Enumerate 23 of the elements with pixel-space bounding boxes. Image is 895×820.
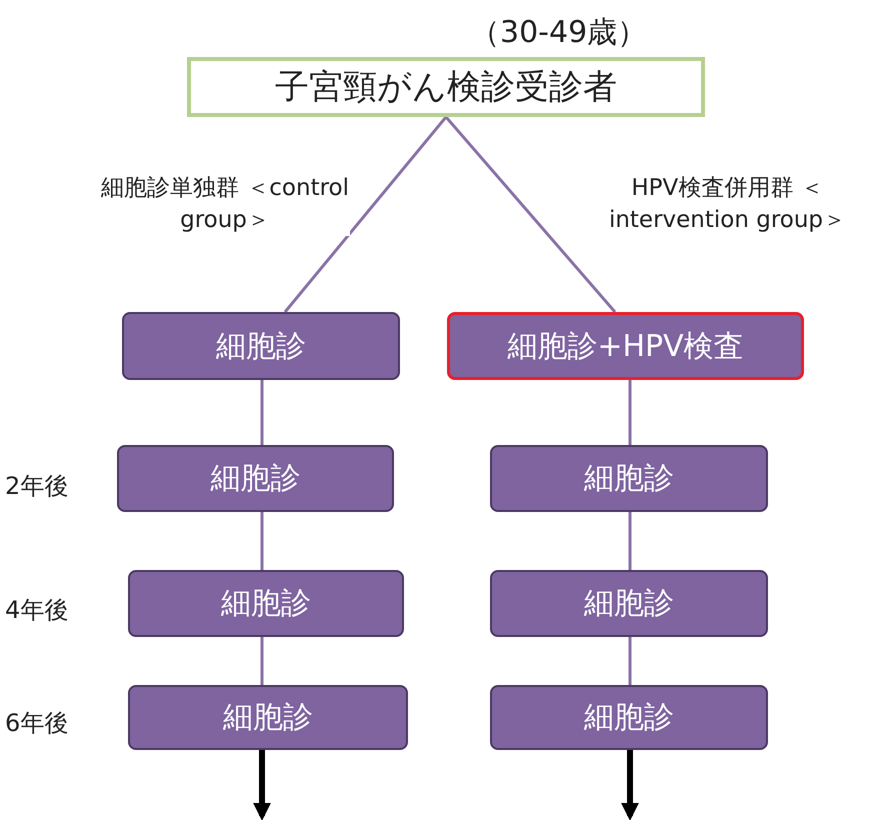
time-label: 4年後 xyxy=(5,595,68,626)
age-label: （30-49歳） xyxy=(470,14,648,52)
connector-line xyxy=(260,637,264,685)
arrow xyxy=(253,750,271,820)
connector-line xyxy=(628,512,632,570)
connector-line xyxy=(444,116,616,313)
connector-line xyxy=(260,512,264,570)
process-box: 細胞診 xyxy=(128,570,404,637)
connector-line xyxy=(284,116,448,313)
time-label: 2年後 xyxy=(5,471,68,502)
connector-line xyxy=(260,380,264,445)
process-box: 細胞診 xyxy=(490,570,768,637)
process-box: 細胞診 xyxy=(117,445,394,512)
process-box: 細胞診 xyxy=(128,685,408,750)
connector-line xyxy=(628,380,632,445)
arrow xyxy=(621,750,639,820)
process-box: 細胞診+HPV検査 xyxy=(447,312,804,380)
process-box: 細胞診 xyxy=(122,312,400,380)
process-box: 細胞診 xyxy=(490,685,768,750)
time-label: 6年後 xyxy=(5,708,68,739)
title-box: 子宮頸がん検診受診者 xyxy=(187,57,705,117)
process-box: 細胞診 xyxy=(490,445,768,512)
connector-line xyxy=(628,637,632,685)
